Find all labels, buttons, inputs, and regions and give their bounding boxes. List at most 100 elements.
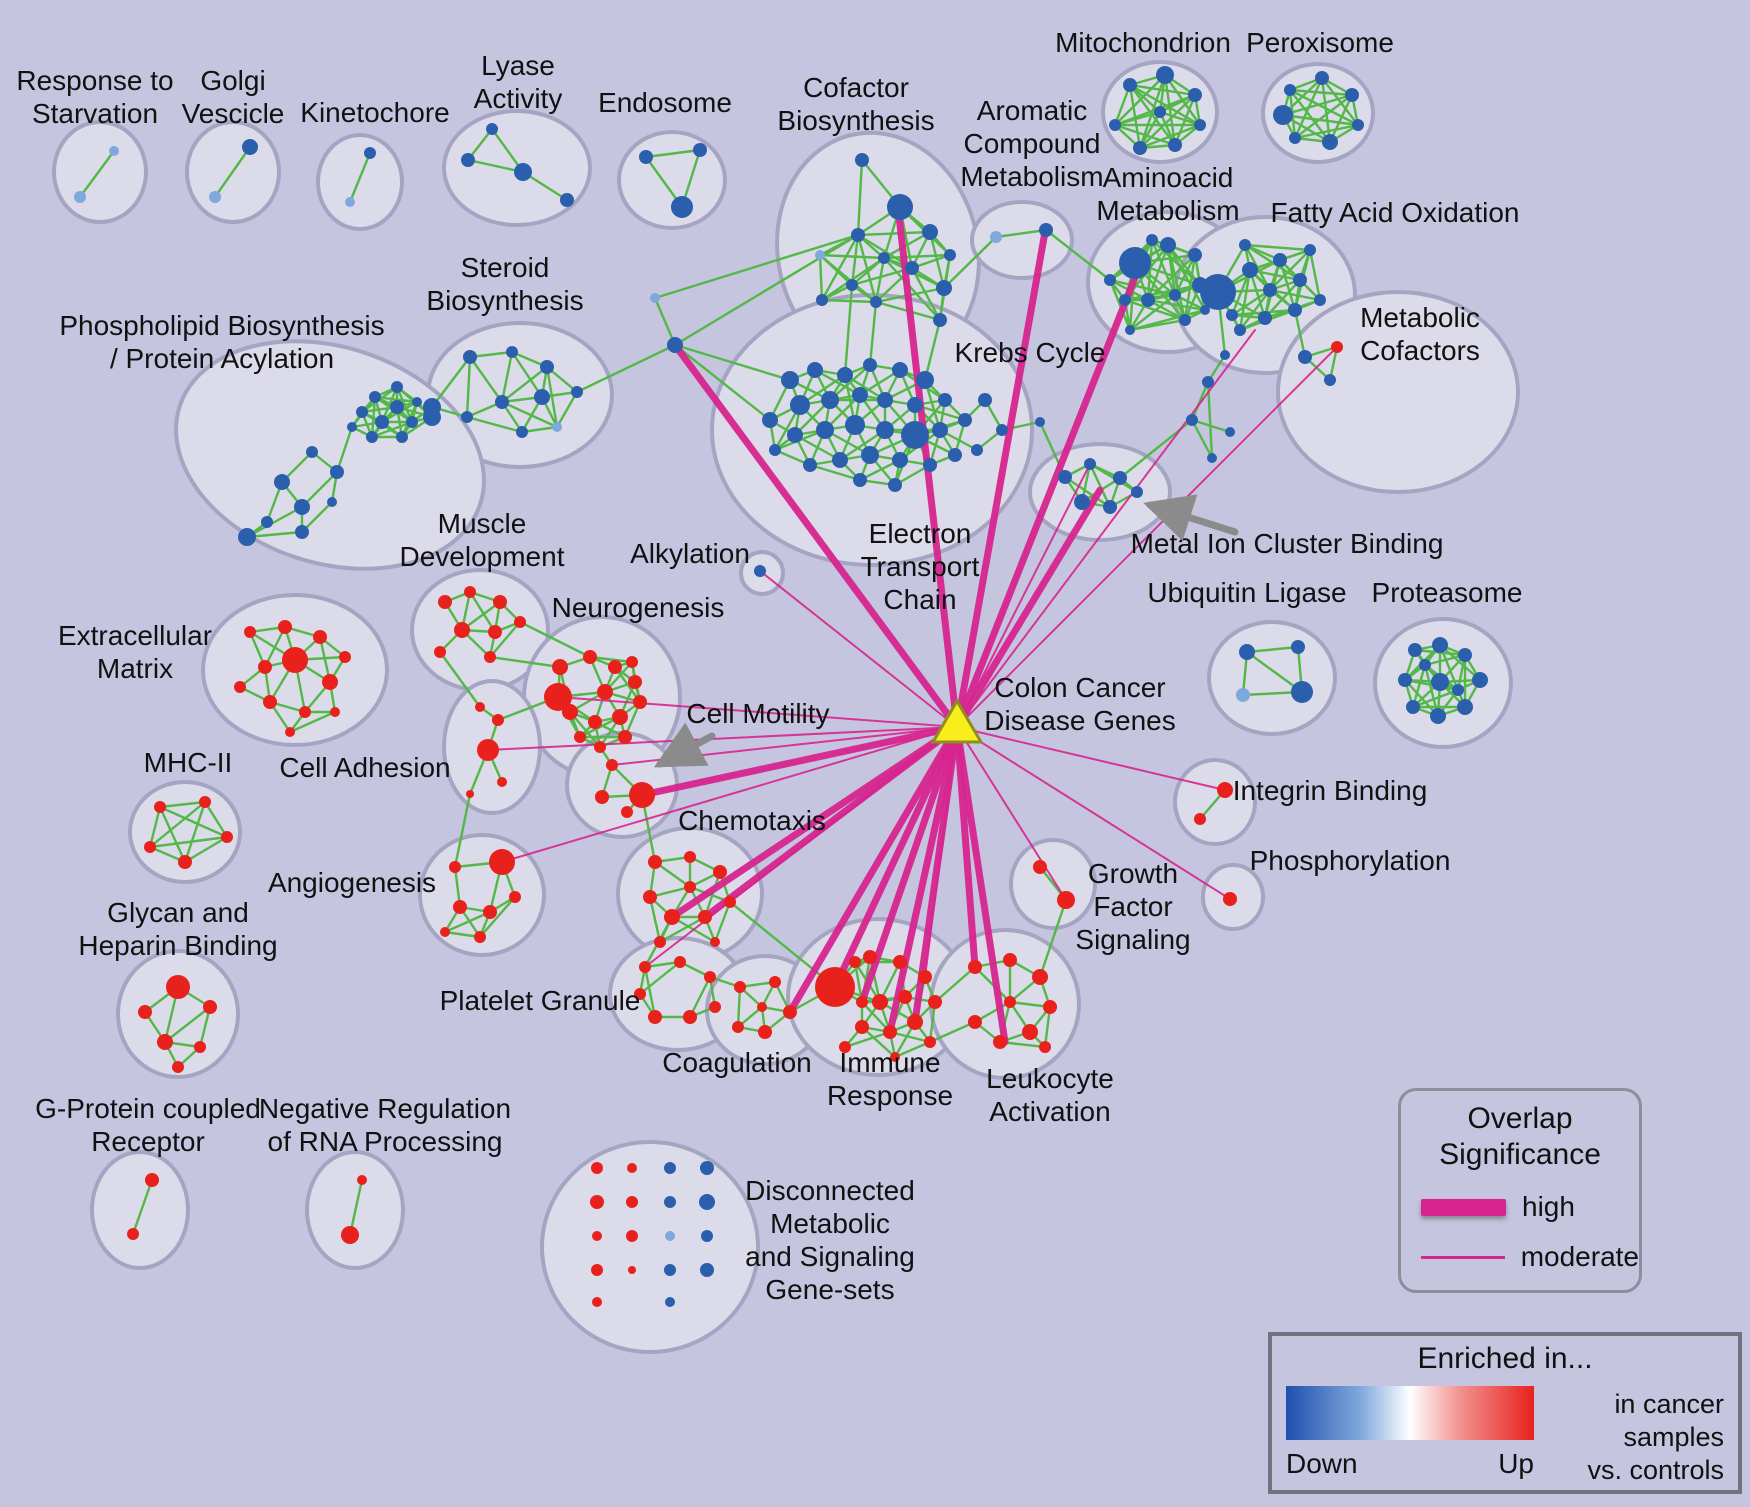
gene-set-edge [820, 298, 878, 304]
cell-adhesion-label: Cell Adhesion [279, 752, 450, 783]
gene-set-edge [1113, 110, 1162, 127]
gene-set-node [560, 193, 574, 207]
gene-set-node [958, 413, 972, 427]
gene-set-edge [1243, 243, 1302, 282]
gene-set-node [734, 981, 746, 993]
gene-set-node [816, 421, 834, 439]
gene-set-node [345, 197, 355, 207]
gene-set-edge [882, 256, 942, 322]
gene-set-node [1194, 813, 1206, 825]
gene-set-node [1004, 996, 1016, 1008]
gene-set-node [244, 626, 256, 638]
gene-set-node [238, 528, 256, 546]
gene-set-edge [1268, 248, 1312, 292]
gene-set-node [1123, 78, 1137, 92]
gene-set-edge [658, 915, 707, 944]
gene-set-node [683, 1010, 697, 1024]
gene-set-node [157, 1034, 173, 1050]
gene-set-node [1239, 239, 1251, 251]
gene-set-edge [1411, 663, 1427, 709]
gene-set-node [1331, 341, 1343, 353]
gene-set-edge [838, 428, 887, 462]
endosome-ellipse [617, 130, 727, 230]
gene-set-edge [1230, 268, 1252, 317]
gene-set-node [1084, 458, 1096, 470]
gene-set-edge [1146, 298, 1207, 312]
gene-set-node [1039, 223, 1053, 237]
gene-set-node [1035, 417, 1045, 427]
gene-set-edge [1128, 308, 1207, 332]
gene-set-node [893, 955, 907, 969]
gene-set-node [700, 1161, 714, 1175]
inter-cluster-edge [518, 620, 592, 659]
gene-set-node [299, 706, 311, 718]
gene-set-edge [148, 800, 207, 849]
overlap-edge-high [671, 341, 961, 731]
gene-set-edge [131, 1178, 154, 1236]
gene-set-node [1125, 325, 1135, 335]
gene-set-node [626, 656, 638, 668]
gene-set-edge [466, 158, 525, 174]
gene-set-node [684, 851, 696, 863]
gene-set-node [863, 358, 877, 372]
gene-set-node [1258, 311, 1272, 325]
gene-set-edge [1438, 643, 1460, 692]
gene-set-edge [468, 590, 497, 634]
gene-set-node [769, 444, 781, 456]
coagulation-label: Coagulation [662, 1047, 811, 1078]
overlap-edge-moderate [956, 726, 1226, 791]
gene-set-node [876, 421, 894, 439]
gene-set-node [1133, 141, 1147, 155]
gene-set-edge [850, 233, 860, 287]
gene-set-node [1104, 274, 1116, 286]
gene-set-node [464, 586, 476, 598]
inter-cluster-edge [1293, 308, 1307, 359]
gene-set-edge [163, 1005, 212, 1044]
gene-set-node [710, 937, 720, 947]
gene-set-edge [395, 385, 414, 424]
gene-set-edge [148, 835, 229, 849]
gene-set-edge [1245, 650, 1304, 694]
gene-set-edge [465, 355, 472, 419]
gene-set-edge [430, 355, 472, 409]
overlap-edge-high [786, 723, 961, 1016]
gene-set-edge [1150, 238, 1177, 297]
gene-set-edge [1281, 113, 1360, 127]
inter-cluster-edge [942, 235, 998, 290]
gene-set-edge [688, 975, 712, 1019]
gene-set-node [1430, 708, 1446, 724]
gene-set-node [1103, 500, 1117, 514]
phospholipid-biosynthesis-ellipse [174, 339, 486, 571]
gene-set-edge [1288, 88, 1354, 97]
gene-set-node [391, 381, 403, 393]
gene-set-node [863, 950, 877, 964]
gene-set-edge [1328, 93, 1354, 144]
gene-set-node [327, 497, 337, 507]
gene-set-edge [1238, 268, 1252, 332]
gene-set-edge [1113, 123, 1177, 147]
gene-set-node [724, 896, 736, 908]
overlap-significance-legend: Overlap Significance high moderate [1398, 1088, 1642, 1293]
gene-set-edge [813, 368, 862, 397]
moderate-significance-label: moderate [1520, 1241, 1639, 1272]
cell-motility-label: Cell Motility [686, 698, 829, 729]
gene-set-edge [500, 350, 514, 404]
gene-set-node [1207, 453, 1217, 463]
gene-set-edge [1268, 288, 1322, 302]
inter-cluster-edge [575, 343, 677, 394]
gene-set-node [540, 360, 554, 374]
gene-set-edge [213, 145, 252, 199]
gene-set-edge [1146, 238, 1154, 302]
gene-set-node [933, 313, 947, 327]
gene-set-node [1131, 486, 1143, 498]
gene-set-edge [1146, 253, 1197, 302]
gene-set-edge [653, 860, 692, 889]
gene-set-node [1398, 673, 1412, 687]
